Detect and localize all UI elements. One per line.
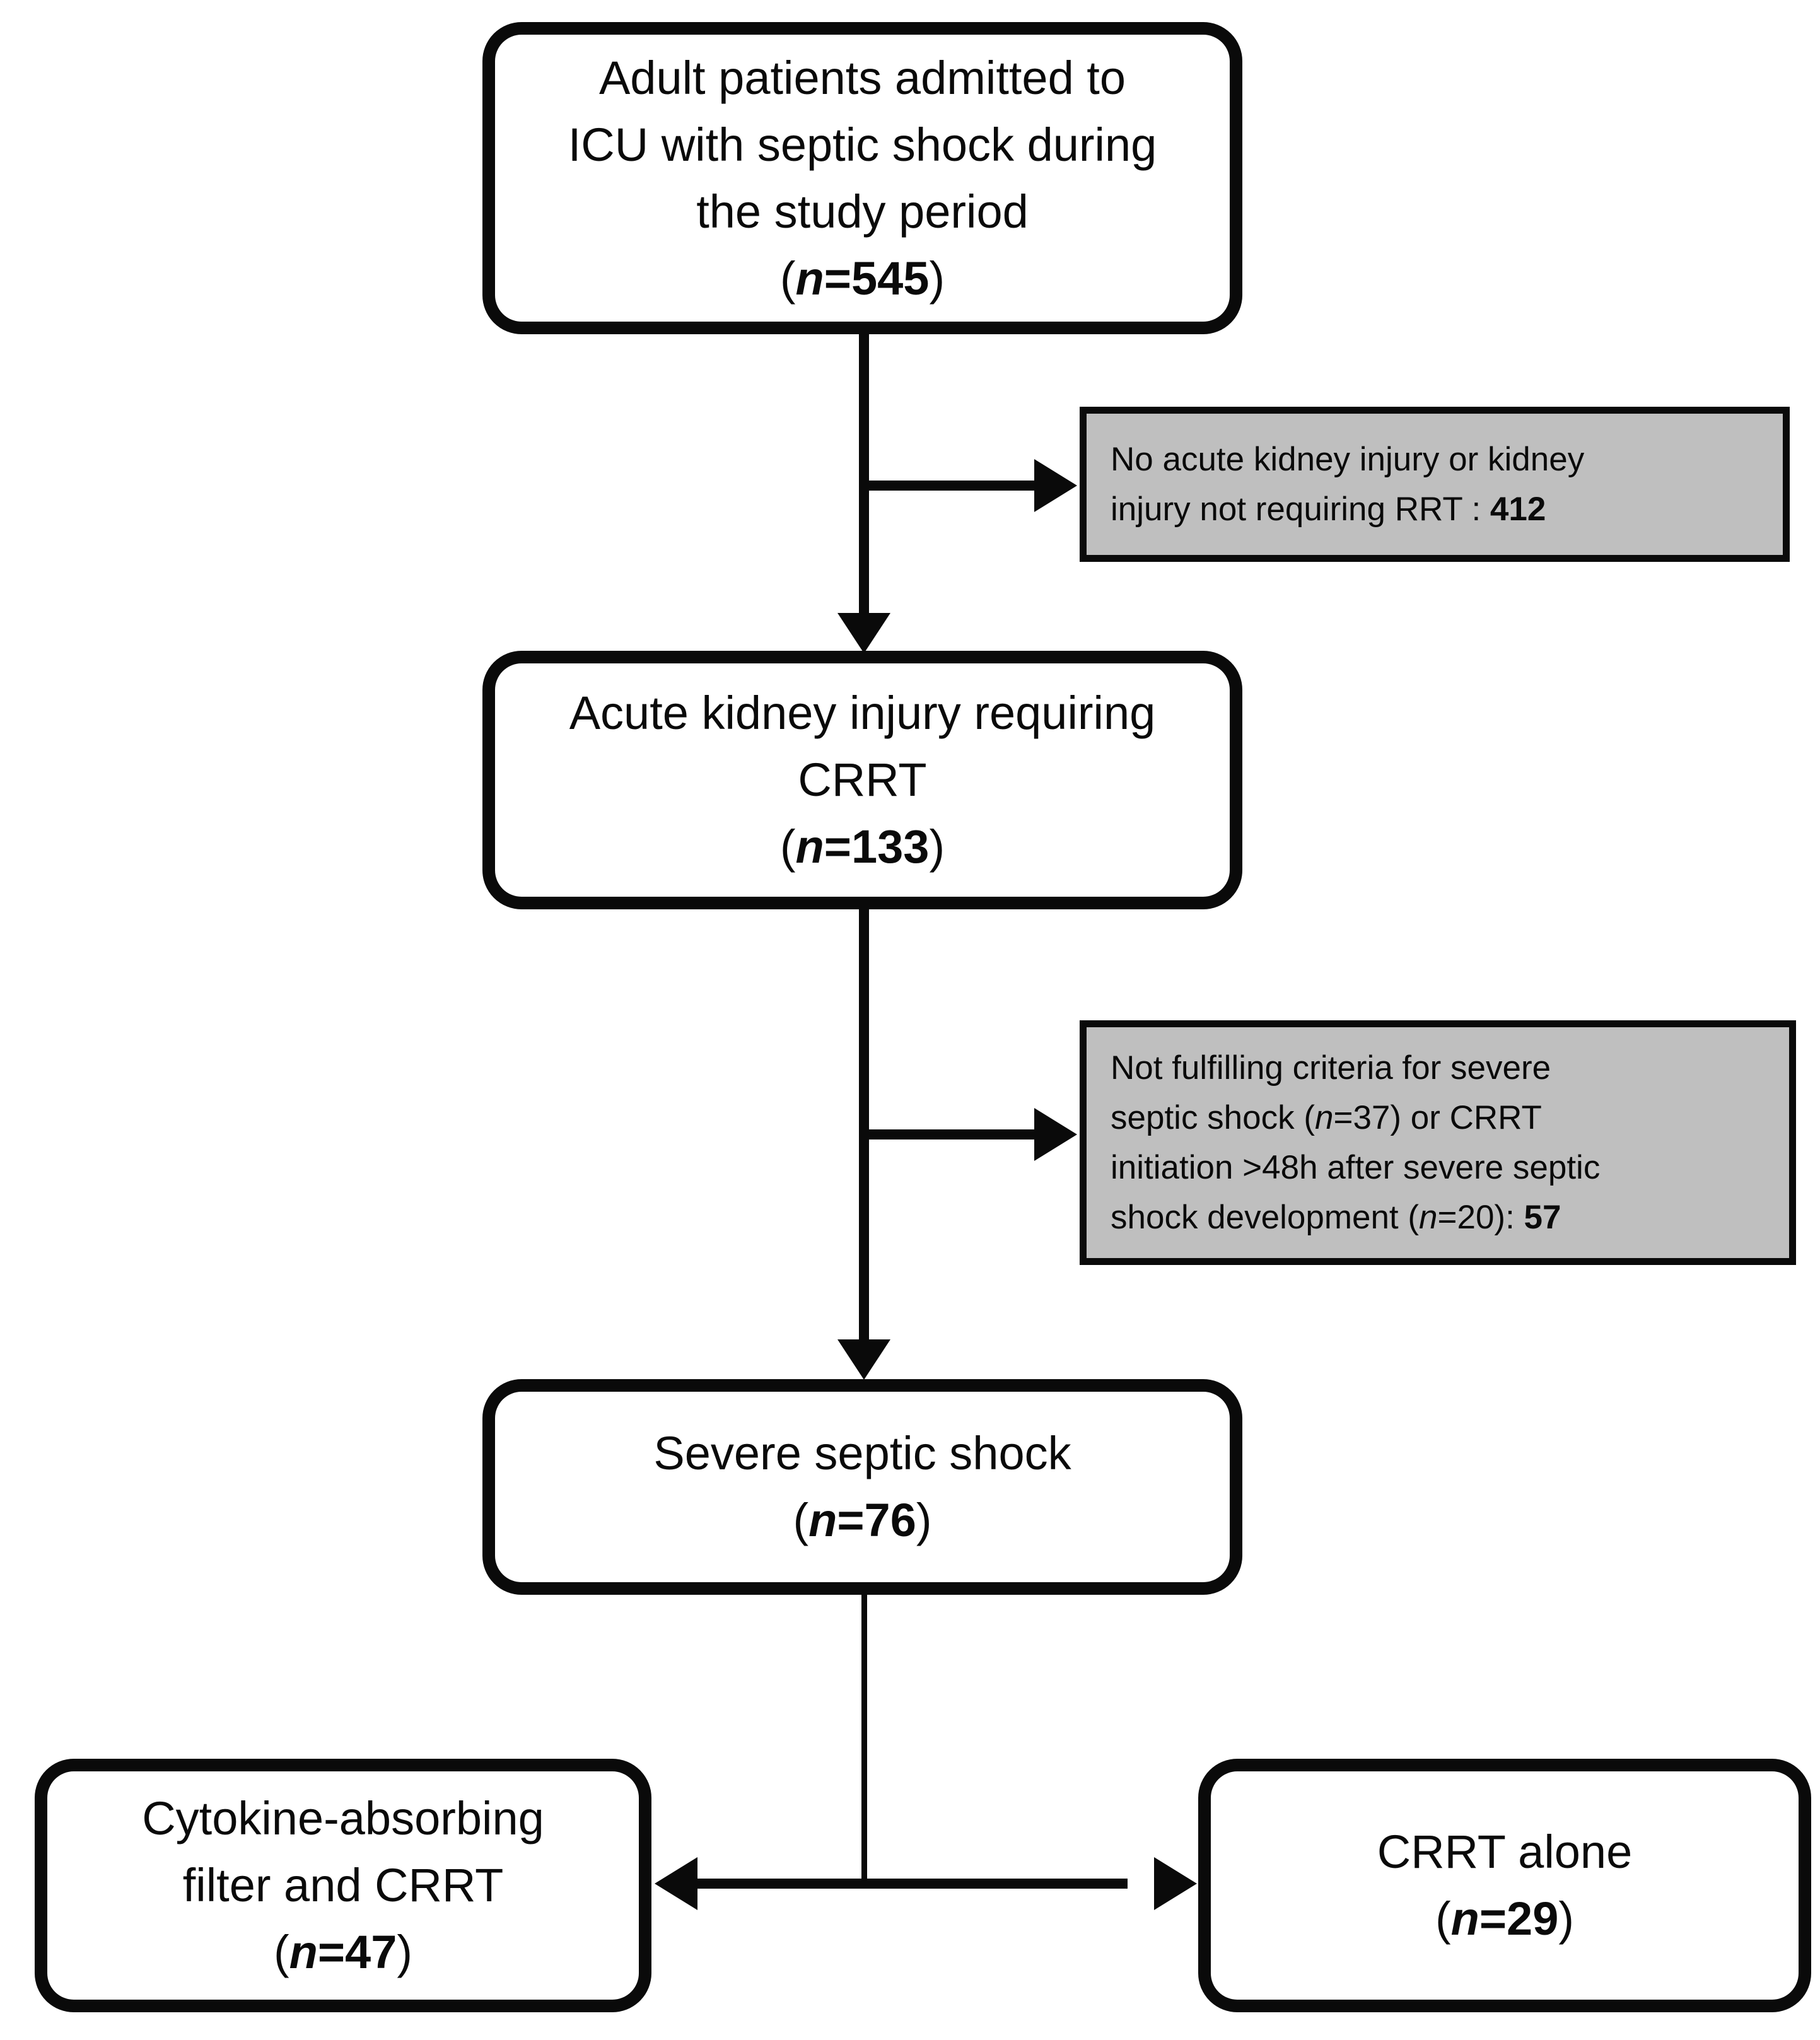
text-segment: ICU with septic shock during (568, 118, 1157, 171)
text-line: (n=76) (793, 1487, 931, 1554)
arrowhead-down-icon (837, 1339, 890, 1380)
text-line: Adult patients admitted to (599, 45, 1126, 112)
text-line: Cytokine-absorbing (142, 1785, 544, 1852)
text-segment: ( (1435, 1892, 1451, 1945)
text-line: Severe septic shock (653, 1420, 1071, 1487)
arrowhead-right-icon (1034, 459, 1077, 512)
text-segment: ) (397, 1926, 413, 1978)
arrowhead-right-icon (1154, 1857, 1197, 1910)
text-line: the study period (696, 178, 1029, 245)
text-segment: =47 (317, 1926, 397, 1978)
text-line: filter and CRRT (183, 1852, 504, 1919)
connector-top-to-aki (859, 331, 869, 618)
text-line: CRRT alone (1377, 1819, 1632, 1886)
text-segment: Severe septic shock (653, 1427, 1071, 1479)
text-line: (n=29) (1435, 1886, 1574, 1952)
text-segment: 412 (1490, 491, 1546, 528)
node-not-fulfilling-exclusion: Not fulfilling criteria for severe septic… (1080, 1020, 1796, 1265)
text-segment: Acute kidney injury requiring (569, 687, 1156, 739)
text-segment: filter and CRRT (182, 1859, 504, 1911)
text-segment: ( (273, 1926, 289, 1978)
connector-severe-to-split (861, 1592, 867, 1884)
text-segment: shock development ( (1111, 1199, 1420, 1236)
text-segment: ) (1558, 1892, 1575, 1945)
text-segment: CRRT (798, 754, 927, 806)
node-crrt-alone: CRRT alone (n=29) (1198, 1759, 1811, 2012)
text-segment: =76 (837, 1494, 916, 1546)
text-segment: 57 (1524, 1199, 1561, 1236)
node-cytokine-filter-crrt: Cytokine-absorbing filter and CRRT (n=47) (35, 1759, 651, 2012)
text-segment: ) (929, 252, 945, 305)
text-line: injury not requiring RRT : 412 (1111, 484, 1546, 534)
arrowhead-left-icon (655, 1857, 697, 1910)
text-segment: n (795, 820, 824, 873)
connector-aki-to-severe (859, 908, 869, 1343)
arrowhead-down-icon (837, 613, 890, 653)
text-line: initiation >48h after severe septic (1111, 1143, 1600, 1192)
text-line: septic shock (n=37) or CRRT (1111, 1093, 1542, 1143)
text-segment: n (1315, 1099, 1334, 1136)
text-line: (n=545) (780, 245, 945, 312)
text-segment: Adult patients admitted to (598, 51, 1126, 104)
text-segment: =545 (824, 252, 930, 305)
text-segment: Cytokine-absorbing (142, 1792, 544, 1845)
text-line: CRRT (798, 747, 926, 813)
node-severe-septic-shock: Severe septic shock (n=76) (482, 1379, 1242, 1595)
connector-branch-no-aki (864, 481, 1035, 491)
text-segment: initiation >48h after severe septic (1111, 1149, 1601, 1186)
text-segment: n (289, 1926, 318, 1978)
text-segment: ) (929, 820, 945, 873)
text-segment: n (808, 1494, 837, 1546)
text-segment: =29 (1479, 1892, 1559, 1945)
text-segment: =20): (1437, 1199, 1524, 1236)
text-segment: ( (779, 820, 796, 873)
text-line: Acute kidney injury requiring (569, 680, 1156, 747)
text-segment: injury not requiring RRT : (1111, 491, 1490, 528)
text-segment: =37) or CRRT (1333, 1099, 1542, 1136)
text-segment: the study period (696, 185, 1029, 238)
text-line: (n=47) (274, 1919, 412, 1986)
text-line: (n=133) (780, 813, 945, 880)
text-segment: No acute kidney injury or kidney (1111, 441, 1585, 478)
connector-branch-not-fulfilling (864, 1129, 1035, 1139)
text-line: shock development (n=20): 57 (1111, 1192, 1561, 1242)
node-adult-patients: Adult patients admitted to ICU with septi… (482, 22, 1242, 334)
node-no-aki-exclusion: No acute kidney injury or kidney injury n… (1080, 407, 1790, 562)
text-segment: CRRT alone (1377, 1826, 1633, 1878)
text-segment: ( (779, 252, 796, 305)
text-segment: septic shock ( (1111, 1099, 1315, 1136)
text-line: No acute kidney injury or kidney (1111, 434, 1584, 484)
text-segment: ( (793, 1494, 809, 1546)
arrowhead-right-icon (1034, 1108, 1077, 1161)
connector-split-horizontal (692, 1879, 1128, 1889)
text-segment: n (1419, 1199, 1438, 1236)
text-line: Not fulfilling criteria for severe (1111, 1043, 1551, 1093)
text-segment: ) (916, 1494, 932, 1546)
text-segment: n (795, 252, 824, 305)
text-line: ICU with septic shock during (568, 112, 1157, 178)
text-segment: n (1450, 1892, 1479, 1945)
text-segment: =133 (824, 820, 930, 873)
text-segment: Not fulfilling criteria for severe (1111, 1049, 1551, 1087)
